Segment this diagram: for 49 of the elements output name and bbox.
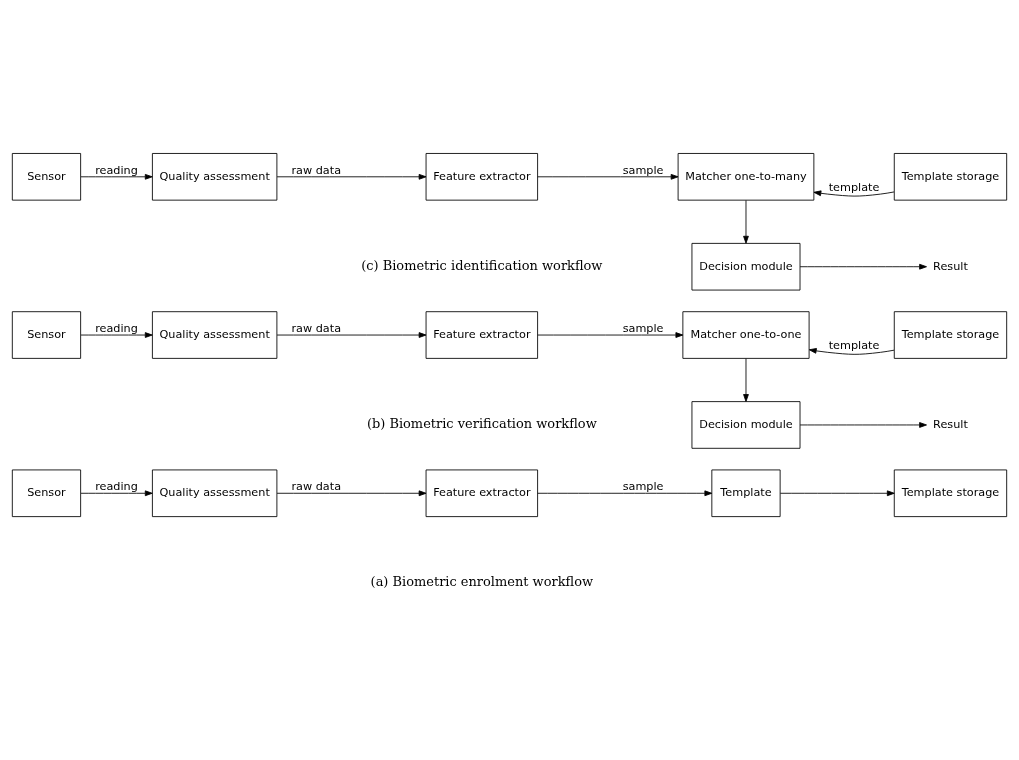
node-box: Feature extractor [425, 311, 539, 359]
node-box: Matcher one-to-many [677, 153, 815, 201]
node-box: Template storage [893, 153, 1008, 201]
arrow [276, 173, 427, 180]
edge-label: template [828, 180, 880, 194]
arrow [537, 332, 684, 338]
arrow [808, 348, 895, 355]
node-box: Sensor [11, 311, 82, 359]
arrow [80, 332, 153, 338]
arrow [743, 199, 749, 244]
edge-label: raw data [291, 480, 342, 494]
node-box: Template storage [893, 311, 1008, 359]
arrow [743, 358, 749, 402]
node-box: Quality assessment [151, 469, 278, 518]
node-box: Sensor [11, 469, 82, 518]
node-box: Template storage [893, 469, 1008, 518]
arrow [537, 173, 679, 180]
edge-label: raw data [291, 163, 342, 177]
edge-label: reading [95, 163, 138, 177]
arrow [537, 490, 713, 497]
node-text: Result [933, 259, 968, 273]
edge-label: sample [622, 321, 664, 335]
edge-label: template [828, 339, 880, 353]
node-box: Decision module [691, 401, 801, 449]
node-box: Quality assessment [151, 153, 278, 201]
node-box: Matcher one-to-one [682, 311, 810, 359]
node-box: Decision module [691, 242, 801, 291]
edge-label: reading [95, 321, 138, 335]
label: (b) Biometric verification workflow [366, 415, 597, 431]
node-box: Quality assessment [151, 311, 278, 359]
node-box: Template [711, 469, 781, 518]
arrow [799, 422, 927, 428]
arrow [80, 490, 153, 497]
arrow [799, 263, 927, 270]
edge-label: sample [622, 480, 664, 494]
label: (a) Biometric enrolment workflow [370, 574, 594, 590]
arrow [813, 190, 895, 197]
edge-label: sample [622, 163, 664, 177]
arrow [80, 173, 153, 180]
arrow [276, 490, 427, 497]
edge-label: raw data [291, 321, 342, 335]
node-box: Feature extractor [425, 153, 539, 201]
node-box: Feature extractor [425, 469, 539, 518]
node-box: Sensor [11, 153, 82, 201]
edge-label: reading [95, 480, 138, 494]
arrow [779, 490, 895, 497]
node-text: Result [933, 417, 968, 431]
arrow [276, 332, 427, 338]
label: (c) Biometric identification workflow [361, 257, 603, 273]
